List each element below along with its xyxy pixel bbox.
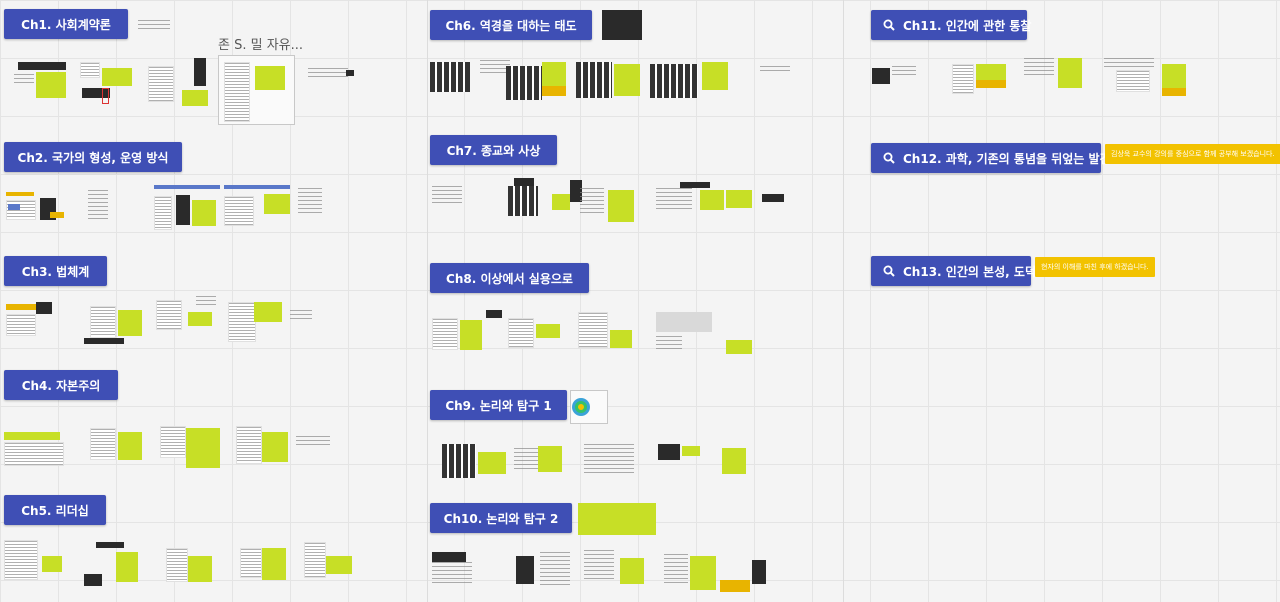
target-diagram-image [572,398,590,416]
chapter-13-header[interactable]: Ch13. 인간의 본성, 도덕 [871,256,1036,286]
sticky-note-ch12[interactable]: 김상욱 교수의 강의를 중심으로 함께 공부해 보겠습니다. [1105,144,1280,164]
chapter-9-title: Ch9. 논리와 탐구 1 [445,398,552,413]
chapter-7-header[interactable]: Ch7. 종교와 사상 [430,135,557,165]
chapter-1-title: Ch1. 사회계약론 [21,17,111,32]
chapter-11-header[interactable]: Ch11. 인간에 관한 통찰 [871,10,1031,40]
column-divider [427,0,428,602]
chapter-4-header[interactable]: Ch4. 자본주의 [4,370,118,400]
chapter-8-header[interactable]: Ch8. 이상에서 실용으로 [430,263,589,293]
chapter-12-header[interactable]: Ch12. 과학, 기존의 통념을 뒤엎는 발견 [871,143,1111,173]
chapter-13-title: Ch13. 인간의 본성, 도덕 [903,264,1036,279]
search-icon [883,19,895,31]
chapter-8-title: Ch8. 이상에서 실용으로 [446,271,573,286]
chapter-2-title: Ch2. 국가의 형성, 운영 방식 [17,150,169,165]
chapter-12-title: Ch12. 과학, 기존의 통념을 뒤엎는 발견 [903,151,1111,166]
column-divider [843,0,844,602]
chapter-11-title: Ch11. 인간에 관한 통찰 [903,18,1032,33]
chapter-7-title: Ch7. 종교와 사상 [446,143,541,158]
chapter-9-header[interactable]: Ch9. 논리와 탐구 1 [430,390,567,420]
chapter-10-header[interactable]: Ch10. 논리와 탐구 2 [430,503,572,533]
chapter-2-header[interactable]: Ch2. 국가의 형성, 운영 방식 [4,142,182,172]
chapter-3-header[interactable]: Ch3. 법체계 [4,256,107,286]
chapter-6-header[interactable]: Ch6. 역경을 대하는 태도 [430,10,592,40]
chapter-10-title: Ch10. 논리와 탐구 2 [443,511,559,526]
search-icon [883,152,895,164]
sticky-note-ch13[interactable]: 현자의 이해를 마친 후에 하겠습니다. [1035,257,1155,277]
chapter-5-title: Ch5. 리더십 [21,503,89,518]
floating-text-label: 존 S. 밀 자유... [218,38,304,53]
chapter-1-header[interactable]: Ch1. 사회계약론 [4,9,128,39]
chapter-3-title: Ch3. 법체계 [21,264,90,279]
search-icon [883,265,895,277]
chapter-4-title: Ch4. 자본주의 [21,378,101,393]
chapter-6-title: Ch6. 역경을 대하는 태도 [445,18,577,33]
chapter-5-header[interactable]: Ch5. 리더십 [4,495,106,525]
